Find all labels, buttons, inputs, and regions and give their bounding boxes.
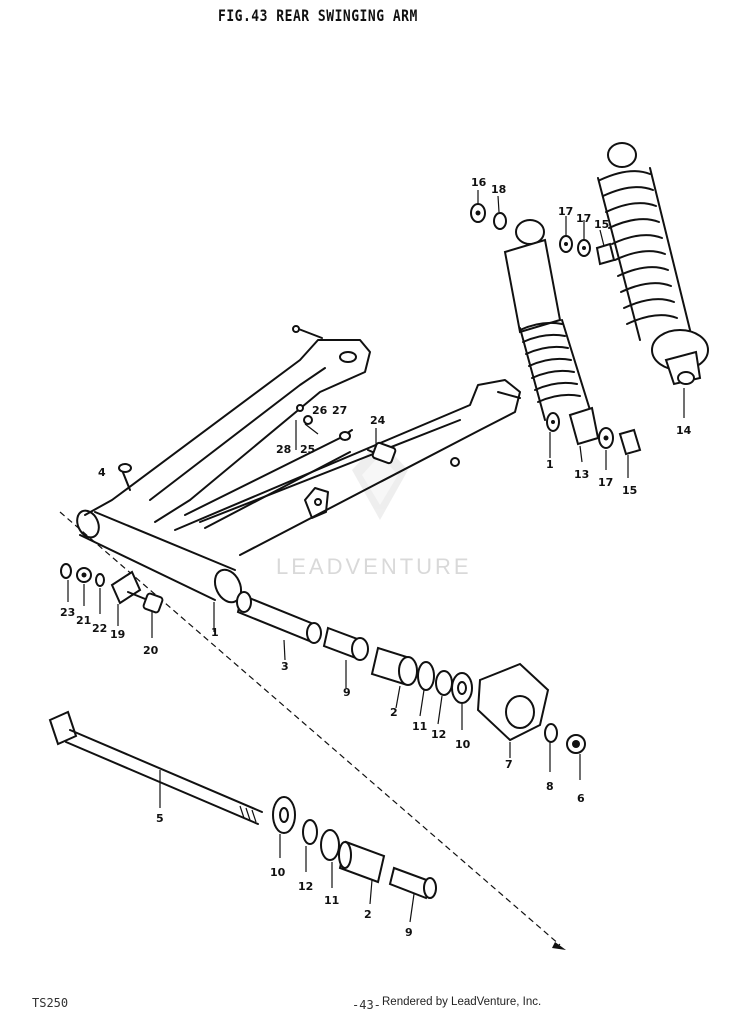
- callout-2: 2: [390, 706, 398, 719]
- callout-20: 20: [143, 644, 159, 657]
- callout-7: 7: [505, 758, 513, 771]
- reference-arrowhead: [552, 942, 566, 950]
- watermark-text: LEADVENTURE: [276, 554, 472, 579]
- pivot-hardware-left: [60, 563, 164, 614]
- callout-8: 8: [546, 780, 554, 793]
- callout-4: 4: [98, 466, 106, 479]
- pivot-reference-line: [59, 511, 561, 946]
- callout-26: 26: [312, 404, 328, 417]
- pivot-bushing-stack-lower: [272, 796, 437, 900]
- callout-22: 22: [92, 622, 107, 635]
- callout-9: 9: [343, 686, 351, 699]
- pivot-bushing-stack: [236, 591, 586, 754]
- rear-shock-left: [503, 219, 600, 446]
- callout-10: 10: [270, 866, 286, 879]
- figure-title: FIG.43 REAR SWINGING ARM: [218, 8, 418, 26]
- callout-12: 12: [431, 728, 446, 741]
- callout-15: 15: [622, 484, 637, 497]
- pivot-bolt-part-5: [48, 710, 263, 825]
- shock-hardware-lower: [546, 412, 642, 456]
- bolt-part-24: [367, 441, 397, 465]
- callout-6: 6: [577, 792, 585, 805]
- callout-1: 1: [546, 458, 554, 471]
- shock-hardware-upper: [470, 203, 616, 266]
- callout-17: 17: [576, 212, 591, 225]
- watermark-logo: [352, 440, 408, 520]
- callout-12: 12: [298, 880, 313, 893]
- callout-18: 18: [491, 183, 506, 196]
- footer-credit: Rendered by LeadVenture, Inc.: [380, 996, 544, 1008]
- callout-5: 5: [156, 812, 164, 825]
- callout-10: 10: [455, 738, 471, 751]
- callout-11: 11: [324, 894, 339, 907]
- callout-16: 16: [471, 176, 487, 189]
- grease-nipple-part-4: [118, 463, 132, 491]
- callout-24: 24: [370, 414, 386, 427]
- callout-21: 21: [76, 614, 91, 627]
- callout-27: 27: [332, 404, 347, 417]
- callout-25: 25: [300, 443, 315, 456]
- callout-23: 23: [60, 606, 75, 619]
- callout-13: 13: [574, 468, 589, 481]
- footer-page-number: -43-: [352, 998, 381, 1012]
- callout-9: 9: [405, 926, 413, 939]
- callout-17: 17: [558, 205, 573, 218]
- leader-lines: [67, 190, 685, 923]
- swing-arm: [76, 325, 521, 604]
- rear-shock-right-part-14: [597, 142, 709, 386]
- callout-28: 28: [276, 443, 291, 456]
- callout-1: 1: [211, 626, 219, 639]
- callout-3: 3: [281, 660, 289, 673]
- callout-11: 11: [412, 720, 427, 733]
- callout-17: 17: [598, 476, 613, 489]
- callout-14: 14: [676, 424, 692, 437]
- footer-model: TS250: [32, 996, 69, 1010]
- callout-2: 2: [364, 908, 372, 921]
- callout-15: 15: [594, 218, 609, 231]
- callout-19: 19: [110, 628, 125, 641]
- callout-labels: 16 18 17 17 15 26 27 24 28 25 4 1 13 17 …: [60, 176, 692, 939]
